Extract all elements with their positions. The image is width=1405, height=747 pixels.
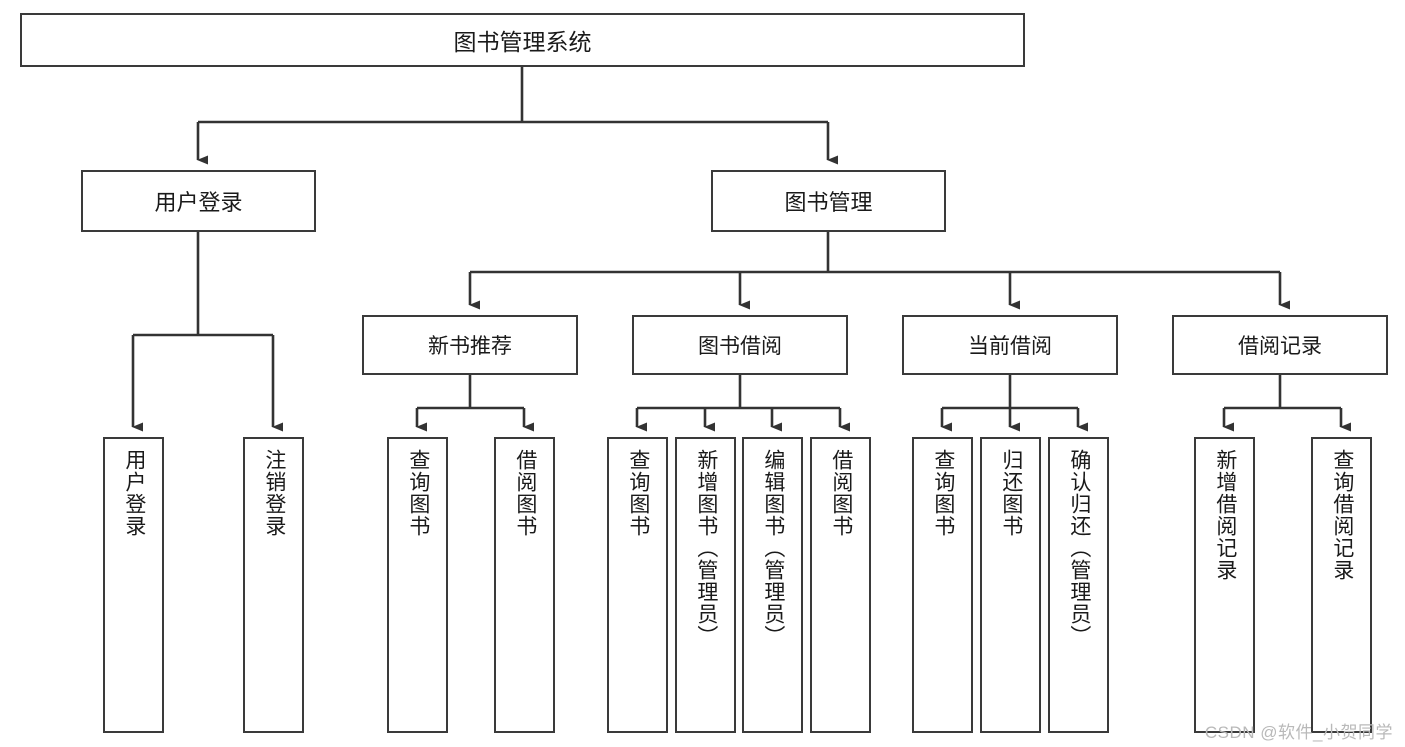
- node-current-borrow[interactable]: 当前借阅: [902, 315, 1118, 375]
- leaf-borrow-record-query-record[interactable]: 查询借阅记录: [1311, 437, 1372, 733]
- leaf-user-login-login-label: 用户登录: [122, 449, 146, 537]
- node-root-system-label: 图书管理系统: [453, 29, 592, 55]
- leaf-book-borrow-edit-book[interactable]: 编辑图书（管理员）: [742, 437, 803, 733]
- leaf-new-book-borrow-book-label: 借阅图书: [513, 449, 537, 537]
- node-book-manage-label: 图书管理: [784, 190, 873, 215]
- leaf-user-login-logout[interactable]: 注销登录: [243, 437, 304, 733]
- leaf-book-borrow-add-book[interactable]: 新增图书（管理员）: [675, 437, 736, 733]
- leaf-current-borrow-return-book[interactable]: 归还图书: [980, 437, 1041, 733]
- node-root-system[interactable]: 图书管理系统: [20, 13, 1025, 67]
- leaf-book-borrow-query-book[interactable]: 查询图书: [607, 437, 668, 733]
- node-current-borrow-label: 当前借阅: [968, 335, 1052, 358]
- leaf-new-book-query-book[interactable]: 查询图书: [387, 437, 448, 733]
- leaf-user-login-logout-label: 注销登录: [262, 449, 286, 537]
- leaf-book-borrow-edit-book-label: 编辑图书（管理员）: [761, 449, 785, 647]
- leaf-new-book-borrow-book[interactable]: 借阅图书: [494, 437, 555, 733]
- watermark-text: CSDN @软件_小贺同学: [1204, 723, 1393, 742]
- node-new-book-recommend[interactable]: 新书推荐: [362, 315, 578, 375]
- leaf-book-borrow-borrow-book-label: 借阅图书: [829, 449, 853, 537]
- leaf-borrow-record-query-record-label: 查询借阅记录: [1330, 449, 1354, 581]
- leaf-new-book-query-book-label: 查询图书: [406, 449, 430, 537]
- leaf-book-borrow-query-book-label: 查询图书: [626, 449, 650, 537]
- node-book-manage[interactable]: 图书管理: [711, 170, 946, 232]
- node-book-borrow-label: 图书借阅: [698, 335, 782, 358]
- node-new-book-recommend-label: 新书推荐: [428, 335, 512, 358]
- leaf-current-borrow-query-book[interactable]: 查询图书: [912, 437, 973, 733]
- leaf-user-login-login[interactable]: 用户登录: [103, 437, 164, 733]
- leaf-book-borrow-add-book-label: 新增图书（管理员）: [694, 449, 718, 647]
- leaf-borrow-record-add-record-label: 新增借阅记录: [1213, 449, 1237, 581]
- node-borrow-record-label: 借阅记录: [1238, 335, 1322, 358]
- leaf-current-borrow-query-book-label: 查询图书: [931, 449, 955, 537]
- node-book-borrow[interactable]: 图书借阅: [632, 315, 848, 375]
- leaf-current-borrow-confirm-return-label: 确认归还（管理员）: [1067, 449, 1091, 647]
- leaf-current-borrow-confirm-return[interactable]: 确认归还（管理员）: [1048, 437, 1109, 733]
- leaf-current-borrow-return-book-label: 归还图书: [999, 449, 1023, 537]
- node-user-login[interactable]: 用户登录: [81, 170, 316, 232]
- node-borrow-record[interactable]: 借阅记录: [1172, 315, 1388, 375]
- node-user-login-label: 用户登录: [154, 190, 243, 215]
- leaf-borrow-record-add-record[interactable]: 新增借阅记录: [1194, 437, 1255, 733]
- leaf-book-borrow-borrow-book[interactable]: 借阅图书: [810, 437, 871, 733]
